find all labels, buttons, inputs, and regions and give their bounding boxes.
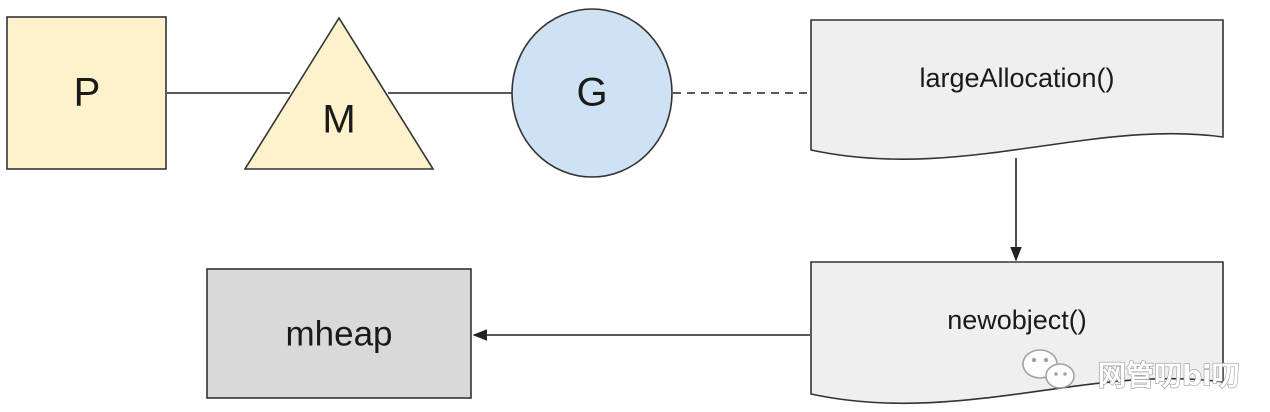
- node-mheap: mheap: [206, 268, 472, 399]
- node-newobject-label: newobject(): [947, 305, 1087, 335]
- node-g-label: G: [576, 71, 607, 115]
- node-p-shape: [6, 16, 167, 170]
- node-newobject: newobject(): [810, 261, 1224, 405]
- watermark-text: 网管叨bi叨: [1098, 359, 1240, 392]
- node-newobject-shape: [810, 261, 1224, 405]
- node-m-shape: [243, 16, 435, 170]
- node-mheap-label: mheap: [285, 314, 392, 353]
- node-large-allocation-shape: [810, 19, 1224, 160]
- node-g: G: [511, 8, 673, 178]
- node-large-allocation-label: largeAllocation(): [919, 63, 1114, 93]
- node-m-label: M: [322, 98, 355, 142]
- node-p-label: P: [74, 71, 101, 115]
- node-mheap-shape: [206, 268, 472, 399]
- node-p: P: [6, 16, 167, 170]
- node-m: M: [243, 16, 435, 170]
- wechat-icon: [1022, 349, 1075, 389]
- node-g-shape: [511, 8, 673, 178]
- watermark: 网管叨bi叨: [1022, 349, 1240, 393]
- node-large-allocation: largeAllocation(): [810, 19, 1224, 160]
